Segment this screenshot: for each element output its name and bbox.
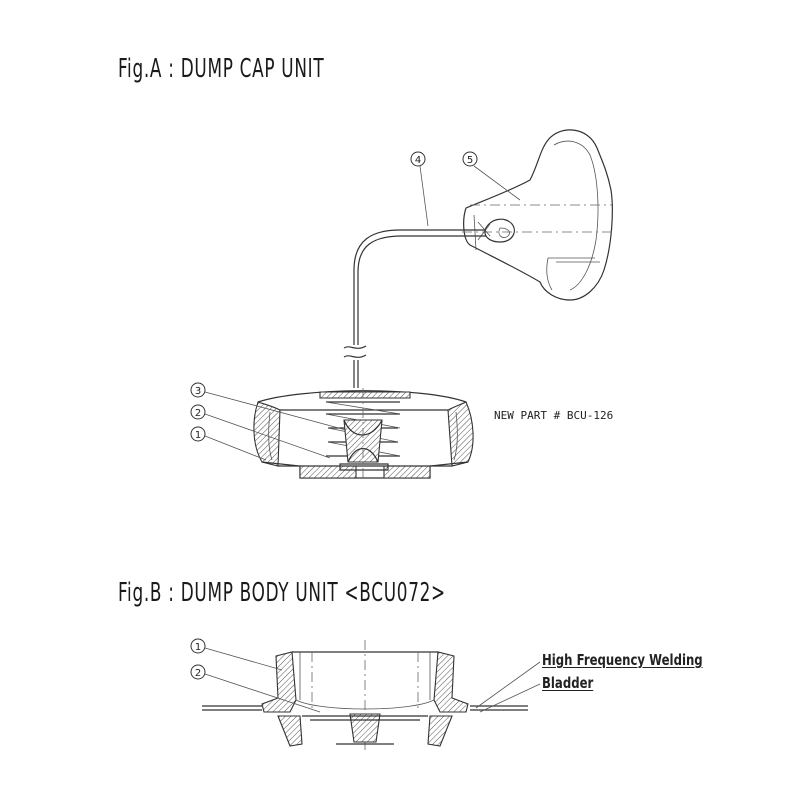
figure-b-callout-1: 1	[190, 638, 206, 654]
cap-body	[253, 388, 474, 482]
figure-a-callouts: 3 2 1 4 5	[190, 151, 521, 461]
bladder-label: Bladder	[542, 674, 594, 692]
figure-b-callout-2: 2	[190, 664, 206, 680]
figure-a-title: Fig.A : DUMP CAP UNIT	[118, 54, 325, 84]
callout-4: 4	[410, 151, 426, 167]
dump-cap-unit-drawing: 3 2 1 4 5	[190, 129, 613, 482]
figure-b-title: Fig.B : DUMP BODY UNIT <BCU072>	[118, 578, 446, 608]
callout-1: 1	[190, 426, 206, 442]
high-frequency-welding-label: High Frequency Welding	[542, 651, 703, 669]
callout-2-number: 2	[195, 408, 201, 419]
dump-body-unit-drawing: 1 2	[190, 638, 541, 752]
callout-4-number: 4	[415, 155, 421, 166]
figure-b-callout-2-number: 2	[195, 668, 201, 679]
figure-b-callout-1-number: 1	[195, 642, 201, 653]
callout-5: 5	[462, 151, 478, 167]
callout-1-number: 1	[195, 430, 201, 441]
callout-3: 3	[190, 382, 206, 398]
callout-5-number: 5	[467, 155, 473, 166]
callout-2: 2	[190, 404, 206, 420]
grip-handle	[462, 129, 613, 301]
new-part-number: NEW PART # BCU-126	[494, 409, 614, 422]
callout-3-number: 3	[195, 386, 201, 397]
tether-cable	[343, 229, 486, 388]
